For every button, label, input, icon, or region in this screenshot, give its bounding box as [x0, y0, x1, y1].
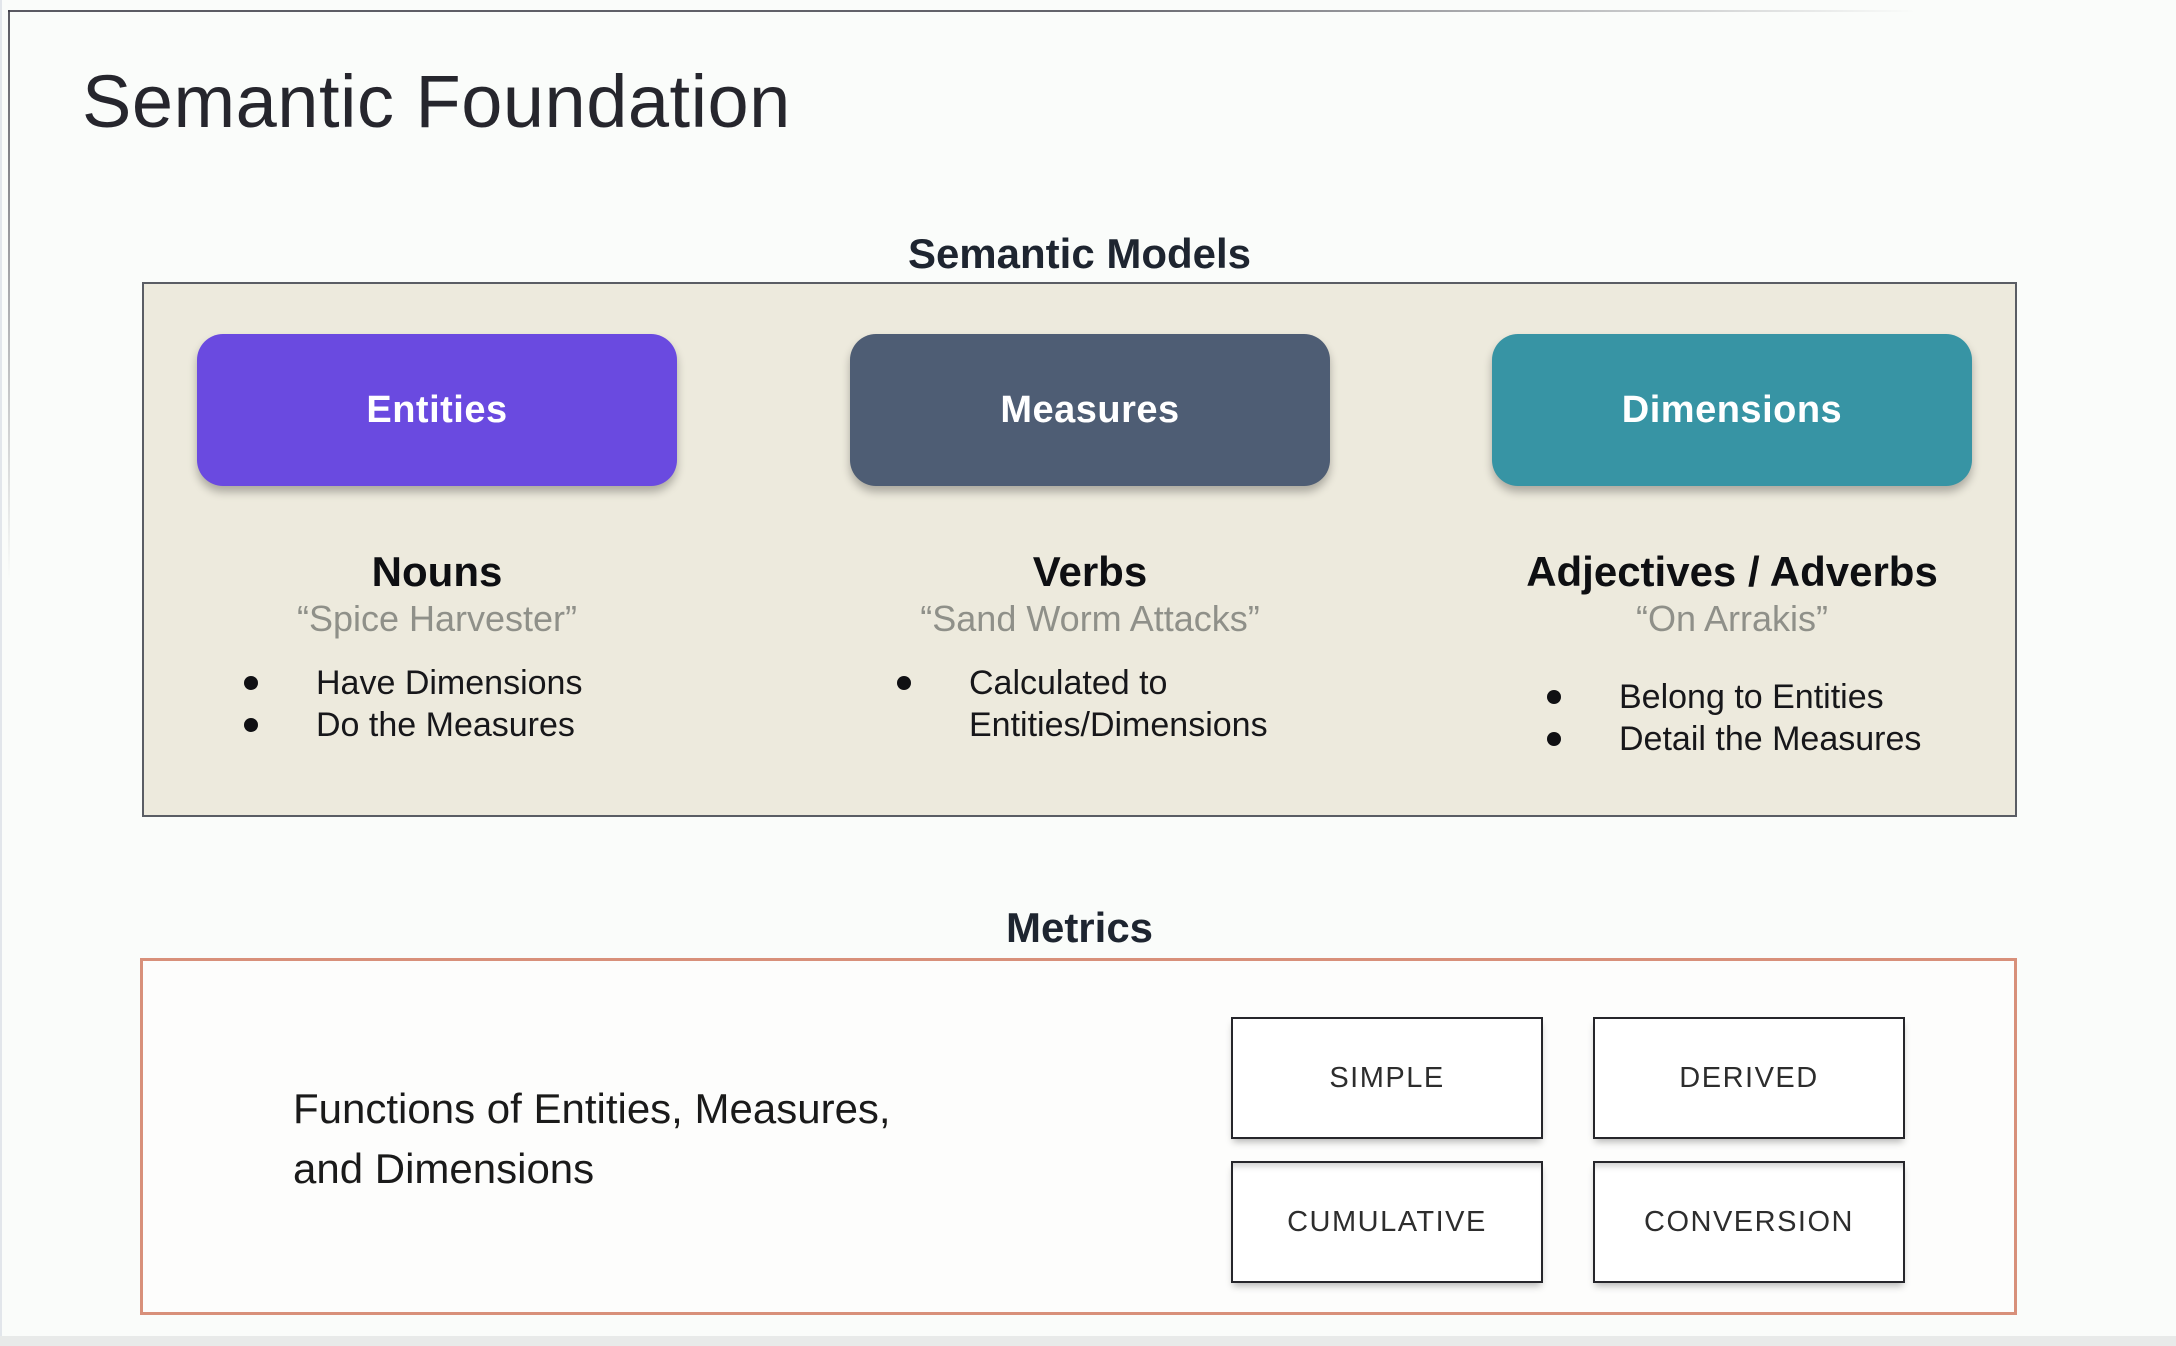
bullet-text: Have Dimensions	[316, 664, 583, 702]
bullet-dot-icon	[244, 676, 258, 690]
dimensions-box-label: Dimensions	[1621, 388, 1843, 431]
list-item: Detail the Measures	[1547, 718, 2017, 760]
entities-box-label: Entities	[366, 388, 508, 431]
bullet-dot-icon	[1547, 732, 1561, 746]
dimensions-example: “On Arrakis”	[1635, 598, 1829, 639]
metrics-heading: Metrics	[1005, 904, 1154, 951]
metric-type-cumulative: CUMULATIVE	[1231, 1161, 1543, 1283]
measures-part-of-speech: Verbs	[1032, 548, 1148, 595]
bullet-dot-icon	[244, 718, 258, 732]
metric-type-label: DERIVED	[1679, 1061, 1819, 1094]
semantic-models-panel: Entities Measures Dimensions Nouns “Spic…	[142, 282, 2017, 817]
list-item: Belong to Entities	[1547, 676, 2017, 718]
window-frame-left-edge	[0, 0, 2, 1346]
metrics-description-line1: Functions of Entities, Measures,	[293, 1085, 891, 1132]
metrics-description-line2: and Dimensions	[293, 1145, 595, 1192]
bullet-text: Belong to Entities	[1619, 678, 1884, 716]
entities-caption: Nouns “Spice Harvester”	[197, 547, 677, 641]
metric-type-label: CONVERSION	[1644, 1205, 1854, 1238]
bullet-text: Do the Measures	[316, 706, 575, 744]
metrics-panel: Functions of Entities, Measures, and Dim…	[140, 958, 2017, 1315]
bottom-edge-strip	[0, 1336, 2176, 1346]
measures-box: Measures	[850, 334, 1330, 486]
measures-box-label: Measures	[1000, 388, 1180, 431]
metric-type-label: CUMULATIVE	[1287, 1205, 1487, 1238]
bullet-text: Detail the Measures	[1619, 720, 1922, 758]
metrics-description: Functions of Entities, Measures, and Dim…	[293, 1079, 891, 1199]
dimensions-bullet-list: Belong to Entities Detail the Measures	[1547, 676, 2017, 760]
entities-box: Entities	[197, 334, 677, 486]
measures-example: “Sand Worm Attacks”	[920, 598, 1260, 639]
metric-type-simple: SIMPLE	[1231, 1017, 1543, 1139]
metric-type-conversion: CONVERSION	[1593, 1161, 1905, 1283]
measures-bullet-list: Calculated to Entities/Dimensions	[897, 662, 1317, 746]
metric-type-label: SIMPLE	[1329, 1061, 1445, 1094]
bullet-text: Calculated to Entities/Dimensions	[969, 664, 1268, 744]
window-frame-left-line	[8, 10, 10, 630]
window-frame-top-line	[8, 10, 2176, 12]
list-item: Have Dimensions	[244, 662, 714, 704]
dimensions-caption: Adjectives / Adverbs “On Arrakis”	[1472, 547, 1992, 641]
list-item: Calculated to Entities/Dimensions	[897, 662, 1317, 746]
measures-caption: Verbs “Sand Worm Attacks”	[850, 547, 1330, 641]
bullet-dot-icon	[897, 676, 911, 690]
entities-bullet-list: Have Dimensions Do the Measures	[244, 662, 714, 746]
entities-example: “Spice Harvester”	[296, 598, 578, 639]
bullet-dot-icon	[1547, 690, 1561, 704]
list-item: Do the Measures	[244, 704, 714, 746]
metric-type-derived: DERIVED	[1593, 1017, 1905, 1139]
dimensions-box: Dimensions	[1492, 334, 1972, 486]
page-title: Semantic Foundation	[82, 60, 791, 143]
entities-part-of-speech: Nouns	[371, 548, 503, 595]
dimensions-part-of-speech: Adjectives / Adverbs	[1526, 548, 1938, 595]
semantic-models-heading: Semantic Models	[907, 230, 1252, 277]
